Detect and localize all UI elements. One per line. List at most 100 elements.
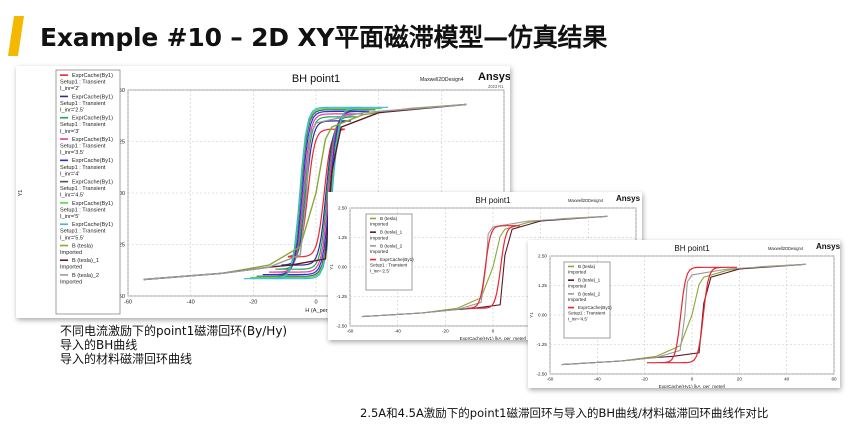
legend-setup: Imported	[568, 283, 587, 288]
legend-name: B (tesla)	[72, 243, 93, 249]
caption-line: 导入的材料磁滞回环曲线	[60, 352, 193, 366]
chart-brand: Maxwell2DDesign4	[568, 198, 604, 203]
x-tick-label: -60	[124, 300, 132, 306]
legend-name: ExprCache(By1)	[72, 94, 113, 100]
legend-item: ExprCache(By1)Setup1 : TransientI_inr='5…	[60, 222, 113, 241]
legend-setup: Setup1 : Transient	[60, 207, 106, 213]
legend-name: ExprCache(By1)	[72, 73, 113, 79]
y-tick-label: 2.50	[338, 206, 347, 211]
legend-setup: Imported	[370, 249, 389, 254]
legend-name: B (tesla)_1	[578, 278, 601, 283]
legend-name: ExprCache(By1)	[72, 158, 113, 164]
series-line	[647, 266, 737, 364]
legend-item: B (tesla)Imported	[568, 264, 596, 275]
x-tick-label: 60	[831, 377, 837, 382]
legend-box	[365, 213, 413, 291]
chart-title: BH point1	[292, 73, 340, 85]
x-tick-label: -40	[187, 300, 195, 306]
legend-name: B (tesla)_2	[72, 273, 99, 279]
legend-param: I_inr='3.5'	[60, 150, 84, 156]
x-tick-label: 0	[492, 329, 495, 334]
y-tick-label: -2.50	[537, 372, 548, 377]
legend-setup: Setup1 : Transient	[60, 165, 106, 171]
legend-setup: Setup1 : Transient	[60, 101, 106, 107]
caption-bottom: 2.5A和4.5A激励下的point1磁滞回环与导入的BH曲线/材料磁滞回环曲线…	[360, 406, 769, 420]
y-tick-label: -1.25	[337, 294, 348, 299]
y-tick-label: 0.00	[538, 313, 547, 318]
y-axis-label: Y1	[329, 264, 334, 270]
x-tick-label: -60	[547, 377, 554, 382]
legend-setup: Setup1 : Transient	[60, 144, 106, 150]
legend-param: I_inr='5.5'	[60, 235, 84, 241]
accent-bar	[8, 16, 24, 56]
x-tick-label: 0	[691, 377, 694, 382]
legend-name: B (tesla)_2	[380, 243, 403, 248]
ansys-logo: Ansys	[616, 194, 641, 203]
x-tick-label: -20	[641, 377, 648, 382]
series-line	[275, 116, 357, 270]
series-line	[262, 110, 370, 276]
legend-setup: Setup1 : Transient	[370, 263, 408, 268]
legend-setup: Imported	[568, 270, 587, 275]
x-tick-label: 0	[314, 300, 317, 306]
series-line	[287, 128, 345, 258]
legend-setup: Imported	[370, 235, 389, 240]
y-axis-label: Y1	[529, 312, 534, 318]
legend-box	[55, 69, 121, 315]
legend-setup: Imported	[60, 279, 82, 285]
legend-param: I_inr='2.5'	[60, 108, 84, 114]
legend-param: I_inr='2.5'	[370, 268, 390, 273]
legend-box	[563, 261, 611, 339]
y-tick-label: -1.25	[537, 342, 548, 347]
legend-setup: Setup1 : Transient	[60, 80, 106, 86]
y-tick-label: 1.25	[338, 235, 347, 240]
legend-item: B (tesla)Imported	[60, 243, 93, 256]
legend-setup: Setup1 : Transient	[60, 122, 106, 128]
legend-setup: Imported	[568, 297, 587, 302]
legend-name: B (tesla)_1	[72, 258, 99, 264]
legend-name: ExprCache(By1)	[72, 116, 113, 122]
chart-brand: Maxwell2DDesign4	[768, 246, 804, 251]
y-axis-label: Y1	[18, 190, 24, 197]
chart-title: BH point1	[674, 244, 710, 253]
legend-param: I_inr='2'	[60, 86, 79, 92]
series-line	[243, 106, 389, 280]
x-axis-label: ExprCache(Hy1) [kA_per_meter]	[460, 336, 527, 340]
legend-setup: Imported	[60, 265, 82, 271]
legend-name: ExprCache(By1)	[72, 201, 113, 207]
legend-param: I_inr='4.5'	[568, 316, 588, 321]
legend-item: ExprCache(By1)Setup1 : TransientI_inr='4…	[568, 305, 612, 321]
slide-title: Example #10 – 2D XY平面磁滞模型—仿真结果	[40, 23, 608, 52]
legend-item: ExprCache(By1)Setup1 : TransientI_inr='5…	[60, 201, 113, 220]
legend-name: B (tesla)	[578, 264, 596, 269]
y-tick-label: 2.50	[538, 254, 547, 259]
x-axis-label: ExprCache(Hy1) [kA_per_meter]	[659, 384, 726, 388]
legend-name: ExprCache(By1)	[380, 257, 414, 262]
x-tick-label: -60	[347, 329, 354, 334]
x-tick-label: 40	[784, 377, 790, 382]
series-line	[143, 103, 467, 281]
legend-setup: Setup1 : Transient	[568, 311, 606, 316]
legend-setup: Imported	[370, 222, 389, 227]
legend-param: I_inr='5'	[60, 214, 79, 220]
chart-version: 2023 R1	[488, 84, 504, 89]
legend-name: ExprCache(By1)	[72, 137, 113, 143]
legend-name: B (tesla)	[380, 216, 398, 221]
y-tick-label: 1.25	[538, 283, 547, 288]
legend-item: ExprCache(By1)Setup1 : TransientI_inr='3…	[60, 116, 113, 135]
caption-left: 不同电流激励下的point1磁滞回环(By/Hy) 导入的BH曲线 导入的材料磁…	[60, 324, 287, 366]
legend-setup: Setup1 : Transient	[60, 229, 106, 235]
legend-name: B (tesla)_2	[578, 291, 601, 296]
x-tick-label: -20	[249, 300, 257, 306]
legend-item: ExprCache(By1)Setup1 : TransientI_inr='4…	[60, 180, 113, 199]
ansys-logo: Ansys	[478, 71, 510, 83]
series-line	[561, 263, 806, 366]
legend-item: ExprCache(By1)Setup1 : TransientI_inr='2…	[60, 94, 113, 114]
legend-item: B (tesla)Imported	[370, 216, 398, 227]
y-tick-label: -2.50	[337, 324, 348, 329]
